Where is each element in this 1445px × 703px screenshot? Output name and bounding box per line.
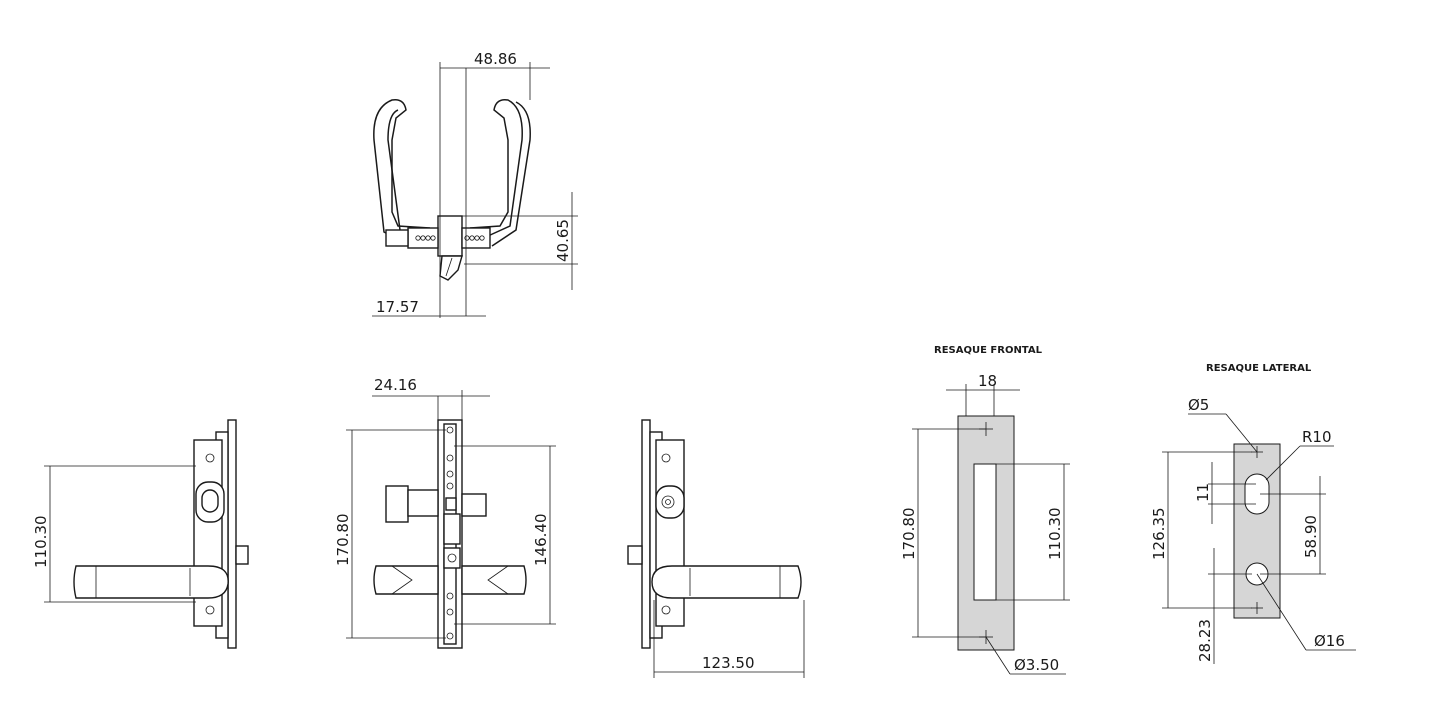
- dim-lat-2823: 28.23: [1196, 548, 1252, 664]
- dim-lat-d5: Ø5: [1188, 396, 1258, 453]
- dim-top-height-text: 40.65: [554, 219, 572, 262]
- dim-lat-5890-text: 58.90: [1302, 515, 1320, 558]
- dim-lat-d16-text: Ø16: [1314, 632, 1345, 650]
- resaque-lateral: RESAQUE LATERAL: [1206, 363, 1312, 619]
- dim-lat-r10-text: R10: [1302, 428, 1332, 446]
- lateral-hole-bottom: [1251, 602, 1263, 614]
- dim-lat-12635: 126.35: [1150, 451, 1252, 609]
- spring-coil-left: [415, 235, 436, 241]
- dim-frontal-width-text: 18: [978, 372, 997, 390]
- front-view-lockbody: [373, 419, 527, 649]
- frontal-slot: [973, 463, 997, 601]
- dim-top-height: 40.65: [462, 192, 578, 290]
- resaque-frontal-title: RESAQUE FRONTAL: [934, 345, 1043, 356]
- dim-lat-11: 11: [1194, 462, 1256, 524]
- resaque-frontal: RESAQUE FRONTAL: [934, 345, 1043, 651]
- dim-frontal-slot: 110.30: [996, 463, 1070, 601]
- dim-top-width-text: 48.86: [474, 50, 517, 68]
- dim-front-inner-text: 146.40: [532, 514, 550, 567]
- dim-top-offset-text: 17.57: [376, 298, 419, 316]
- dim-lat-11-text: 11: [1194, 483, 1212, 502]
- dim-lat-2823-text: 28.23: [1196, 619, 1214, 662]
- dim-right-length-text: 123.50: [702, 654, 755, 672]
- dim-frontal-slot-text: 110.30: [1046, 508, 1064, 561]
- dim-frontal-hole: Ø3.50: [985, 636, 1066, 675]
- dim-frontal-height-text: 170.80: [900, 508, 918, 561]
- dim-top-width: 48.86: [439, 50, 550, 318]
- dim-front-height: 170.80: [334, 429, 446, 639]
- dim-lat-12635-text: 126.35: [1150, 508, 1168, 561]
- resaque-lateral-title: RESAQUE LATERAL: [1206, 363, 1312, 374]
- dim-lat-d16: Ø16: [1256, 573, 1356, 651]
- dim-left-height-text: 110.30: [32, 516, 50, 569]
- dim-front-inner: 146.40: [454, 445, 556, 625]
- dim-lat-r10: R10: [1265, 428, 1334, 481]
- dim-lat-d5-text: Ø5: [1188, 396, 1209, 414]
- dim-frontal-hole-text: Ø3.50: [1014, 656, 1059, 674]
- dim-front-plate: 24.16: [372, 376, 490, 420]
- dim-front-height-text: 170.80: [334, 514, 352, 567]
- dim-lat-5890: 58.90: [1260, 476, 1326, 575]
- dim-frontal-width: 18: [946, 372, 1020, 416]
- spring-coil-right: [464, 235, 485, 241]
- dim-frontal-height: 170.80: [900, 428, 986, 638]
- lateral-strike-plate: [1233, 443, 1281, 619]
- dim-right-length: 123.50: [653, 600, 805, 678]
- dim-top-offset: 17.57: [372, 298, 486, 317]
- dim-left-height: 110.30: [32, 465, 196, 603]
- right-side-view: [627, 419, 802, 649]
- top-view-handles: [373, 98, 531, 281]
- dim-front-plate-text: 24.16: [374, 376, 417, 394]
- left-side-view: [73, 419, 249, 649]
